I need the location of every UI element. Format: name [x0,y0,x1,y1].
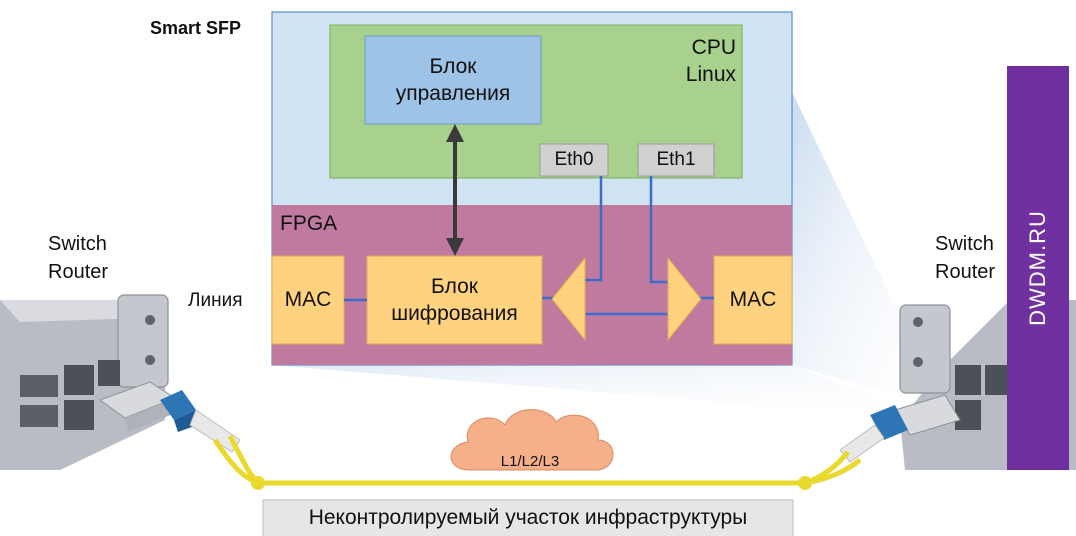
mac-right-block [713,255,793,345]
watermark-text-inner: DWDM.RU [1025,210,1051,326]
control-to-cipher-arrow [446,124,464,256]
cpu-label-line1: CPU [691,36,736,59]
right-device-label: Switch Router [935,230,1007,286]
line-label: Линия [188,290,243,311]
mux-left-triangle [551,256,586,342]
right-device-line1: Switch [935,233,994,255]
bottom-caption-box [262,499,794,536]
cipher-block-line1: Блок [431,275,478,298]
left-device-line1: Switch [48,233,107,255]
mac-right-label: MAC [729,288,777,311]
bottom-caption: Неконтролируемый участок инфраструктуры [308,506,748,529]
network-cloud [450,409,614,471]
eth0-label: Eth0 [554,149,594,170]
fiber-link [212,434,862,490]
cipher-block-label: Блок шифрования [367,256,542,344]
cloud-label: L1/L2/L3 [500,452,560,470]
eth1-port [637,143,715,177]
cpu-label: CPU Linux [648,34,736,88]
cipher-block [366,255,543,345]
watermark-band [1007,66,1069,470]
smart-sfp-title: Smart SFP [150,18,242,38]
control-block-line1: Блок [429,55,477,78]
mac-left-block [271,255,345,345]
eth1-label: Eth1 [656,149,696,170]
control-block-label: Блок управления [365,36,541,124]
control-block-line2: управления [395,82,511,105]
right-device-line2: Router [935,261,996,283]
left-device-label: Switch Router [48,230,108,286]
watermark-text: DWDM.RU [1007,66,1069,470]
cipher-block-line2: шифрования [391,302,518,325]
zoom-beam-lower [272,365,935,420]
mac-left-label: MAC [284,288,332,311]
eth0-port [539,143,609,177]
control-block [364,35,542,125]
left-switch-device [0,294,241,470]
cpu-label-line2: Linux [685,63,736,86]
left-device-line2: Router [48,261,109,283]
fpga-label: FPGA [280,212,338,235]
mux-right-triangle [667,256,702,342]
